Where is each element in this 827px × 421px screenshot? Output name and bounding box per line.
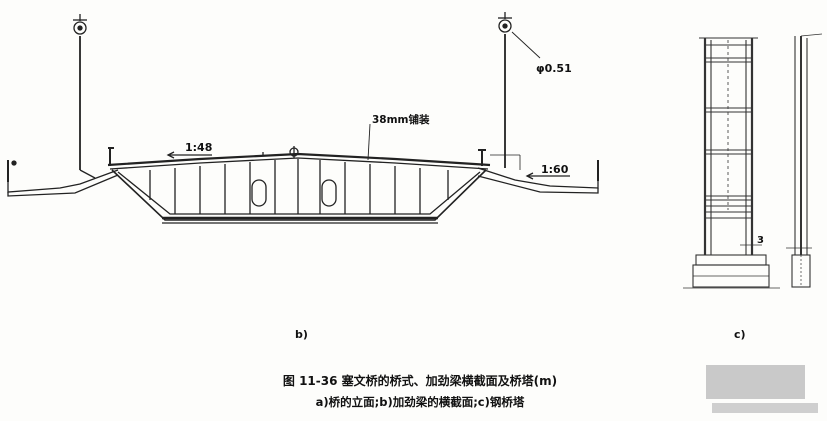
tower-front-view xyxy=(683,37,780,289)
panel-c-label: c) xyxy=(734,328,746,341)
left-cantilever xyxy=(7,160,119,197)
tower-dimension-label: 3 xyxy=(757,235,764,246)
rails xyxy=(108,147,521,170)
left-slope-label: 1:48 xyxy=(185,141,212,154)
redaction-strip xyxy=(712,403,818,413)
box-girder xyxy=(111,146,487,224)
panel-b-label: b) xyxy=(295,328,308,341)
redaction-block xyxy=(706,365,805,399)
deck-top xyxy=(107,152,491,170)
figure-caption: 图 11-36 塞文桥的桥式、加劲梁横截面及桥塔(m) xyxy=(282,374,558,388)
steel-tower xyxy=(683,33,823,289)
figure-subcaption: a)桥的立面;b)加劲梁的横截面;c)钢桥塔 xyxy=(315,395,525,409)
cable-diameter-label: φ0.51 xyxy=(536,62,572,75)
slope-arrows xyxy=(166,123,570,180)
right-cantilever xyxy=(477,160,599,194)
left-hanger xyxy=(73,14,96,179)
girder-cross-section xyxy=(7,12,599,224)
pavement-label: 38mm铺装 xyxy=(372,113,430,126)
tower-side-view xyxy=(786,33,823,288)
right-slope-label: 1:60 xyxy=(541,163,569,176)
right-hanger xyxy=(498,12,541,168)
